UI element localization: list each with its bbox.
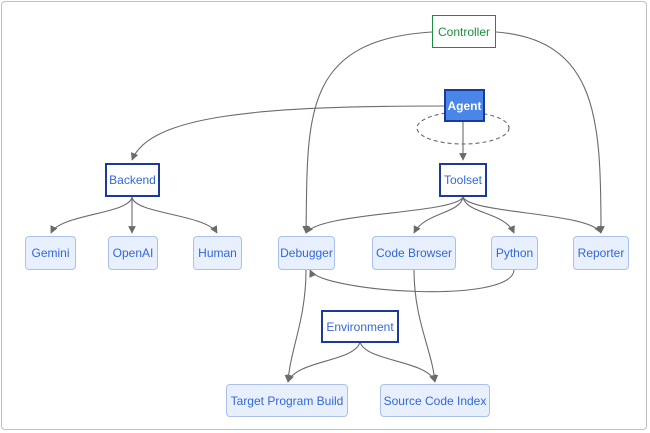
openai-node: OpenAI bbox=[108, 236, 158, 270]
debugger-node: Debugger bbox=[278, 236, 335, 270]
edge-toolset-debugger bbox=[305, 196, 464, 234]
edge-backend-gemini bbox=[50, 196, 133, 234]
controller-node: Controller bbox=[432, 15, 496, 48]
source-code-index-node: Source Code Index bbox=[380, 384, 490, 417]
edge-controller-reporter bbox=[495, 31, 605, 234]
edge-environment-target bbox=[286, 341, 361, 383]
edge-environment-sourceindex bbox=[359, 341, 437, 383]
edge-backend-human bbox=[131, 196, 218, 234]
edge-python-debugger bbox=[309, 269, 515, 293]
edge-toolset-python bbox=[462, 196, 515, 234]
toolset-node: Toolset bbox=[439, 163, 487, 197]
gemini-node: Gemini bbox=[25, 236, 76, 270]
environment-node: Environment bbox=[321, 310, 399, 343]
reporter-node: Reporter bbox=[573, 236, 629, 270]
edge-toolset-codebrowser bbox=[413, 196, 464, 234]
edge-toolset-reporter bbox=[462, 196, 602, 234]
python-node: Python bbox=[491, 236, 538, 270]
edge-agent-backend bbox=[131, 105, 445, 161]
edge-controller-debugger bbox=[302, 31, 433, 234]
backend-node: Backend bbox=[105, 163, 160, 197]
agent-node: Agent bbox=[444, 89, 485, 122]
human-node: Human bbox=[193, 236, 242, 270]
edge-debugger-target bbox=[284, 269, 307, 383]
code-browser-node: Code Browser bbox=[372, 236, 456, 270]
edge-codebrowser-sourceindex bbox=[413, 269, 439, 383]
target-program-build-node: Target Program Build bbox=[226, 384, 348, 417]
